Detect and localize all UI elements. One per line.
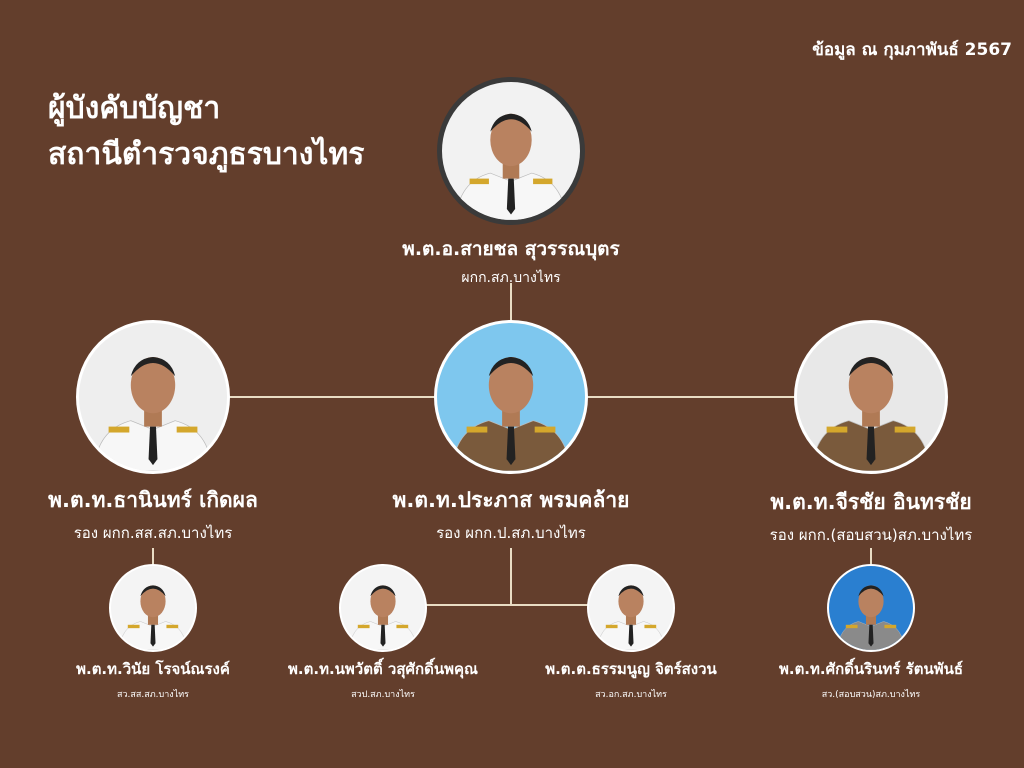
deputy-card: พ.ต.ท.ประภาส พรมคล้าย รอง ผกก.ป.สภ.บางไท…: [393, 484, 630, 545]
inspector-photo: [827, 564, 915, 652]
inspector-position: สวป.สภ.บางไทร: [351, 690, 415, 700]
inspector-card: พ.ต.ท.วินัย โรจน์ณรงค์ สว.สส.สภ.บางไทร: [76, 657, 230, 701]
inspector-name: พ.ต.ต.ธรรมนูญ จิตร์สงวน: [545, 660, 717, 678]
deputy-name: พ.ต.ท.จีรชัย อินทรชัย: [770, 490, 972, 514]
inspector-photo: [339, 564, 427, 652]
date-note: ข้อมูล ณ กุมภาพันธ์ 2567: [812, 40, 1012, 60]
deputy-position: รอง ผกก.สส.สภ.บางไทร: [73, 524, 233, 542]
inspector-card: พ.ต.ต.ธรรมนูญ จิตร์สงวน สว.อก.สภ.บางไทร: [545, 657, 717, 701]
officer-portrait-icon: [93, 357, 213, 471]
connector-center-branch: [426, 604, 588, 606]
deputy-position: รอง ผกก.ป.สภ.บางไทร: [436, 524, 586, 542]
commander-name: พ.ต.อ.สายชล สุวรรณบุตร: [402, 238, 620, 260]
connector-center: [510, 548, 512, 606]
officer-portrait-icon: [119, 585, 187, 650]
deputy-photo: [76, 320, 230, 474]
deputy-name: พ.ต.ท.ธานินทร์ เกิดผล: [48, 488, 258, 512]
inspector-card: พ.ต.ท.ศักดิ์นรินทร์ รัตนพันธ์ สว.(สอบสวน…: [779, 657, 963, 701]
commander-photo: [437, 77, 585, 225]
deputy-card: พ.ต.ท.จีรชัย อินทรชัย รอง ผกก.(สอบสวน)สภ…: [770, 486, 973, 547]
inspector-name: พ.ต.ท.ศักดิ์นรินทร์ รัตนพันธ์: [778, 660, 964, 678]
inspector-name: พ.ต.ท.วินัย โรจน์ณรงค์: [76, 660, 230, 678]
page-title: ผู้บังคับบัญชา สถานีตำรวจภูธรบางไทร: [48, 86, 364, 178]
connector-left: [152, 548, 154, 566]
inspector-card: พ.ต.ท.นพวัตติ์ วสุศักดิ์นพคุณ สวป.สภ.บาง…: [288, 657, 478, 701]
deputy-name: พ.ต.ท.ประภาส พรมคล้าย: [392, 488, 630, 512]
officer-portrait-icon: [811, 357, 931, 471]
connector-commander: [510, 283, 512, 323]
inspector-photo: [587, 564, 675, 652]
inspector-photo: [109, 564, 197, 652]
deputy-position: รอง ผกก.(สอบสวน)สภ.บางไทร: [769, 526, 973, 544]
connector-right: [870, 548, 872, 566]
commander-position: ผกก.สภ.บางไทร: [461, 270, 561, 286]
inspector-position: สว.(สอบสวน)สภ.บางไทร: [821, 690, 921, 700]
deputy-card: พ.ต.ท.ธานินทร์ เกิดผล รอง ผกก.สส.สภ.บางไ…: [48, 484, 258, 545]
deputy-photo: [794, 320, 948, 474]
commander-card: พ.ต.อ.สายชล สุวรรณบุตร ผกก.สภ.บางไทร: [402, 234, 619, 289]
officer-portrait-icon: [349, 585, 417, 650]
officer-portrait-icon: [837, 585, 905, 650]
officer-portrait-icon: [455, 113, 567, 220]
officer-portrait-icon: [597, 585, 665, 650]
officer-portrait-icon: [451, 357, 571, 471]
title-line-1: ผู้บังคับบัญชา: [48, 91, 221, 126]
inspector-position: สว.สส.สภ.บางไทร: [116, 690, 189, 700]
inspector-position: สว.อก.สภ.บางไทร: [595, 690, 667, 700]
deputy-photo: [434, 320, 588, 474]
title-line-2: สถานีตำรวจภูธรบางไทร: [48, 137, 365, 172]
inspector-name: พ.ต.ท.นพวัตติ์ วสุศักดิ์นพคุณ: [288, 660, 478, 678]
